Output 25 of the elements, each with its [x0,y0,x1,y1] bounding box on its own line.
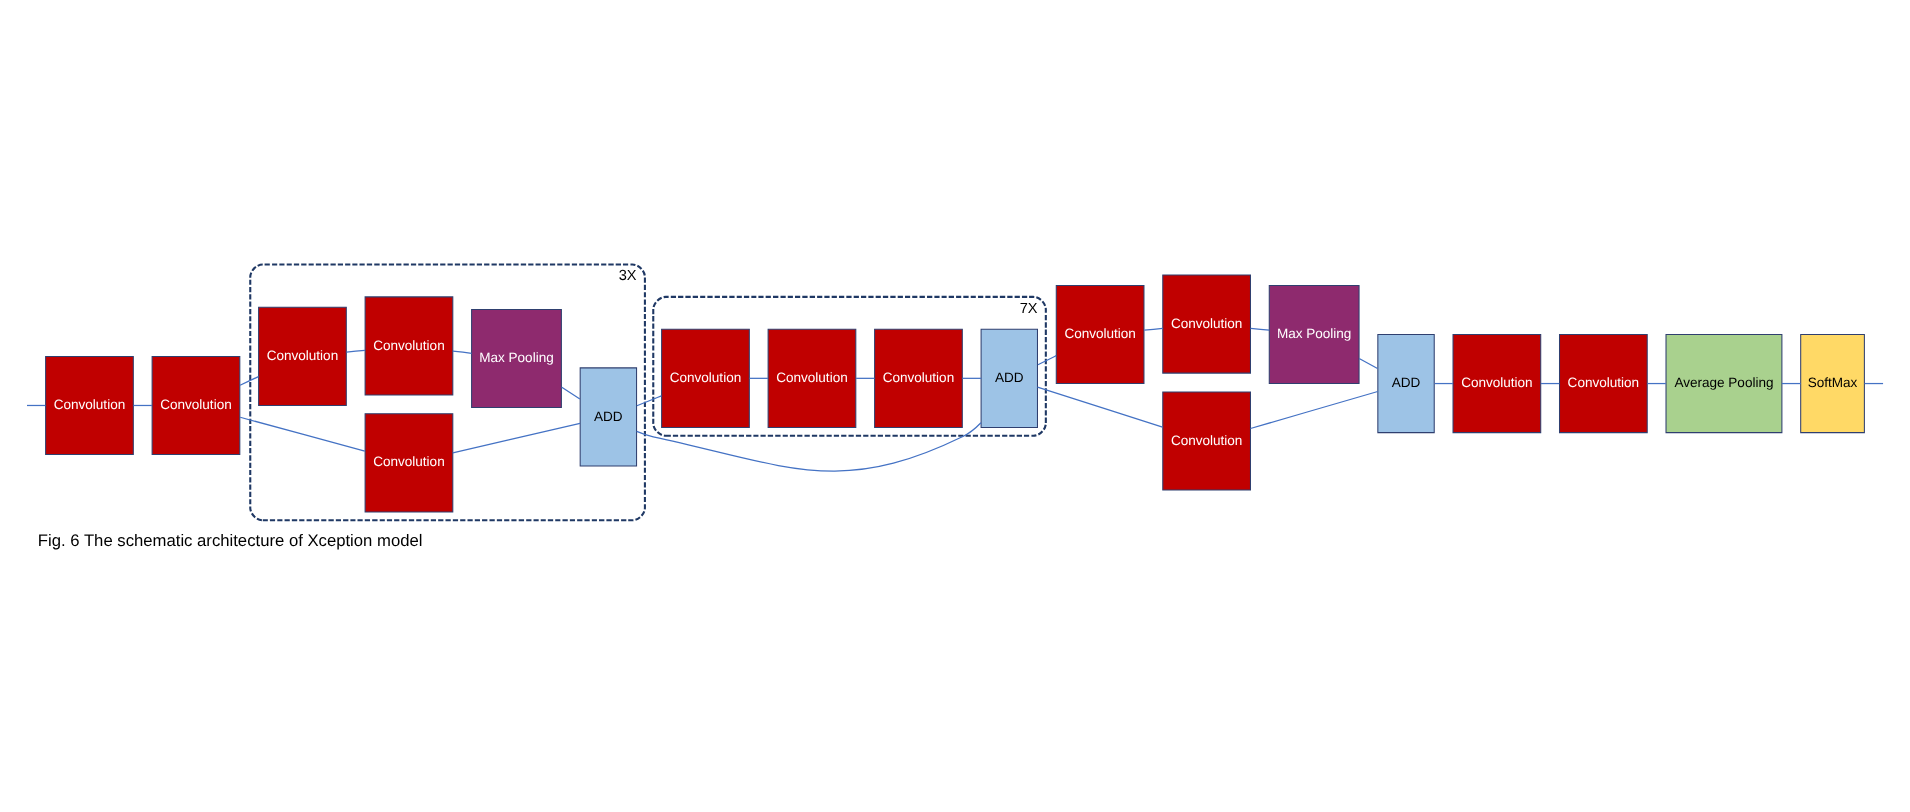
connector [1540,382,1560,385]
connector [1781,382,1802,385]
connector [636,422,982,472]
connector [855,377,876,379]
connector [1143,327,1164,331]
connector [748,377,769,379]
connector [239,416,366,452]
connector [239,375,260,386]
connector [1863,382,1884,385]
connector [1249,390,1379,430]
connector [1434,382,1454,385]
connector [132,404,153,407]
connector [1358,357,1379,370]
connector [345,349,366,353]
connector [961,377,982,379]
connector [452,422,581,454]
connector [636,395,663,407]
connector [1037,355,1057,366]
connector [1646,382,1667,385]
connector [452,350,473,354]
connector [1036,386,1164,428]
connector [561,386,581,400]
connector [1249,327,1270,331]
connector [26,404,46,407]
caption: Fig. 6 The schematic architecture of Xception model [37,530,423,551]
